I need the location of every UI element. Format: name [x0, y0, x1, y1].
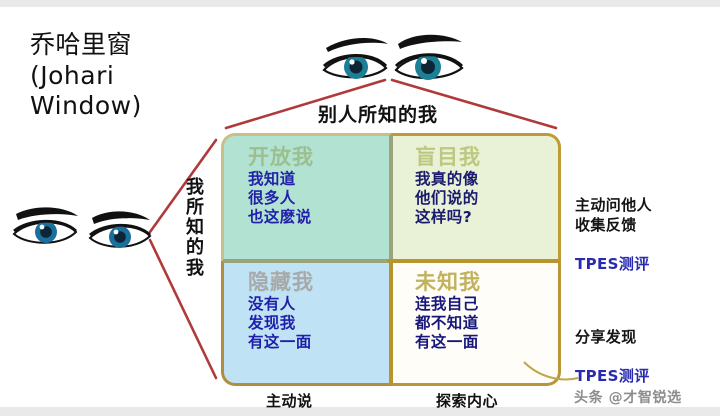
quadrant-unknown-body: 连我自己 都不知道 有这一面 [415, 295, 479, 352]
quadrant-unknown-title: 未知我 [415, 270, 481, 294]
axis-label-top: 别人所知的我 [318, 104, 439, 126]
axis-label-left-char: 所 [186, 197, 204, 219]
page-title: 乔哈里窗 (Johari Window) [30, 30, 142, 120]
quadrant-hidden-title: 隐藏我 [248, 270, 314, 294]
axis-label-left-char: 的 [186, 237, 204, 259]
axis-label-left-char: 知 [186, 217, 204, 239]
top-band [0, 0, 720, 7]
quadrant-unknown[interactable]: 未知我 连我自己 都不知道 有这一面 [391, 261, 561, 386]
quadrant-open[interactable]: 开放我 我知道 很多人 也这麽说 [221, 133, 391, 261]
watermark: 头条 @才智锐选 [574, 390, 682, 406]
axis-label-left: 我 所 知 的 我 [183, 177, 207, 279]
quadrant-blind-body: 我真的像 他们说的 这样吗? [415, 170, 479, 227]
quadrant-open-body: 我知道 很多人 也这麽说 [248, 170, 312, 227]
axis-label-left-char: 我 [186, 257, 204, 279]
note-top: 主动问他人 收集反馈 TPES测评 [575, 176, 652, 295]
note-bottom: 分享发现 TPES测评 [575, 308, 650, 407]
bottom-label-left: 主动说 [266, 392, 313, 410]
eyes-pair-icon [12, 207, 152, 248]
eyes-pair-icon [322, 34, 464, 80]
bottom-label-right: 探索内心 [436, 392, 499, 410]
axis-label-left-char: 我 [186, 177, 204, 198]
quadrant-hidden[interactable]: 隐藏我 没有人 发现我 有这一面 [221, 261, 391, 386]
grid-divider-horizontal [223, 259, 559, 263]
johari-grid: 开放我 我知道 很多人 也这麽说 盲目我 我真的像 他们说的 这样吗? 隐藏我 … [221, 133, 561, 386]
quadrant-blind-title: 盲目我 [415, 145, 481, 169]
note-bottom-link[interactable]: TPES测评 [575, 367, 650, 386]
note-bottom-lines: 分享发现 [575, 327, 637, 346]
note-top-link[interactable]: TPES测评 [575, 255, 650, 274]
quadrant-open-title: 开放我 [248, 145, 314, 169]
quadrant-blind[interactable]: 盲目我 我真的像 他们说的 这样吗? [391, 133, 561, 261]
note-top-lines: 主动问他人 收集反馈 [575, 195, 653, 234]
bottom-band [0, 407, 720, 416]
quadrant-hidden-body: 没有人 发现我 有这一面 [248, 295, 312, 352]
